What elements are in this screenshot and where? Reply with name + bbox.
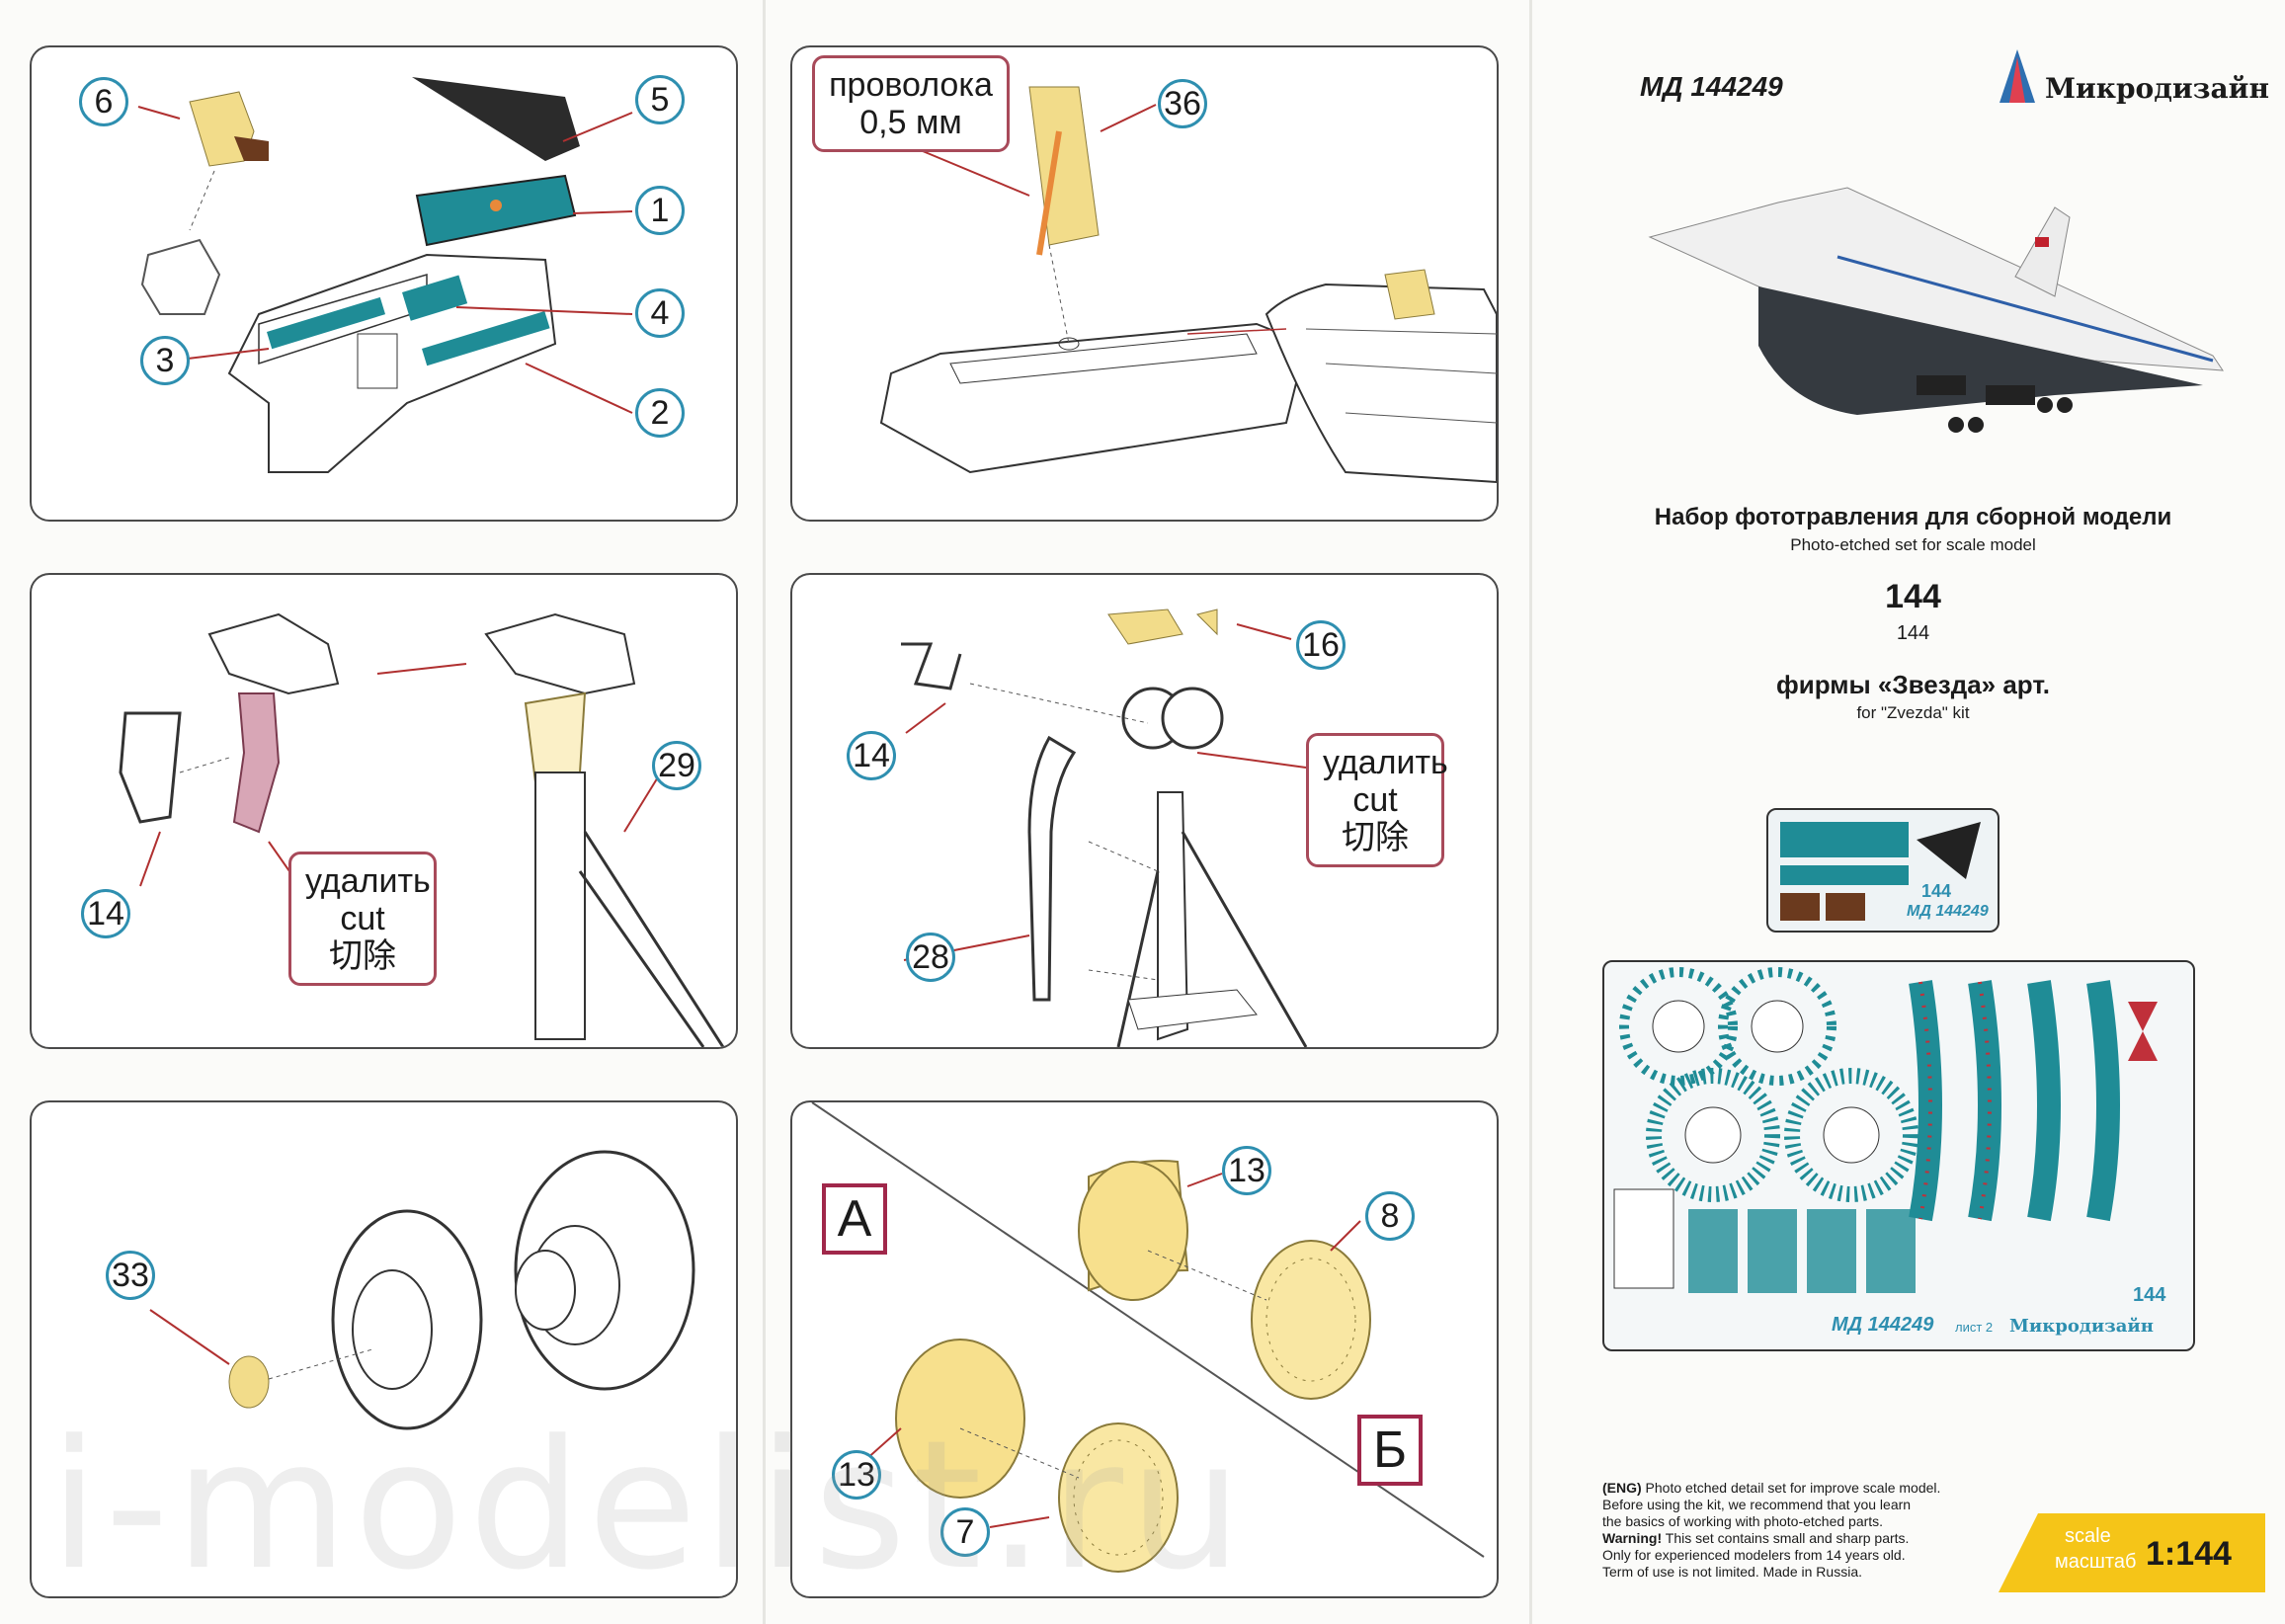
- cut-note: удалить cut 切除: [288, 852, 437, 986]
- fret-sheet-2-brand: Микродизайн: [2009, 1316, 2154, 1337]
- eng-line-4: Warning! This set contains small and sha…: [1602, 1530, 1910, 1546]
- callout-14: 14: [81, 889, 130, 938]
- scale-badge: [1999, 1513, 2265, 1592]
- callout-2: 2: [635, 388, 685, 438]
- fret-sheet-2-code: МД 144249: [1832, 1314, 1934, 1336]
- panel-cockpit: 6 5 1 4 3 2: [30, 45, 738, 522]
- wire-note: проволока 0,5 мм: [812, 55, 1010, 152]
- fret-sheet-2-label: лист 2: [1955, 1320, 1994, 1335]
- scale-ratio: 1:144: [2146, 1535, 2232, 1573]
- callout-5: 5: [635, 75, 685, 124]
- callout-6: 6: [79, 77, 128, 126]
- callout-33: 33: [106, 1251, 155, 1300]
- fret-sheet-1-code: МД 144249: [1907, 903, 1989, 920]
- eng-line-6: Term of use is not limited. Made in Russ…: [1602, 1564, 1862, 1580]
- callout-4: 4: [635, 288, 685, 338]
- cut-note-en: cut: [340, 900, 385, 937]
- eng-line-1: (ENG) Photo etched detail set for improv…: [1602, 1480, 1941, 1496]
- cut-note-2-ru: удалить: [1323, 744, 1448, 781]
- page-fold-1: [763, 0, 766, 1624]
- panel-nose-gear: 29 14 удалить cut 切除: [30, 573, 738, 1049]
- wire-note-line1: проволока: [829, 66, 993, 104]
- panel-nozzles: А Б 13 8 13 7: [790, 1100, 1499, 1598]
- wire-note-line2: 0,5 мм: [859, 104, 962, 141]
- callout-3: 3: [140, 336, 190, 385]
- callout-13a: 13: [1222, 1146, 1271, 1195]
- callout-16: 16: [1296, 620, 1346, 670]
- variant-b-label: Б: [1357, 1415, 1423, 1486]
- callout-28: 28: [906, 933, 955, 982]
- fret-sheet-2-scale: 144: [2133, 1284, 2166, 1306]
- fret-sheet-1-art: [1780, 822, 1981, 921]
- kit-en: for "Zvezda" kit: [1856, 703, 1970, 722]
- cut-note-ru: удалить: [305, 862, 431, 900]
- callout-36: 36: [1158, 79, 1207, 128]
- eng-line-2: Before using the kit, we recommend that …: [1602, 1497, 1912, 1512]
- title-en: Photo-etched set for scale model: [1790, 535, 2036, 554]
- eng-line-3: the basics of working with photo-etched …: [1602, 1513, 1884, 1529]
- scale-small: 144: [1896, 622, 1930, 644]
- aircraft-photo: [1648, 187, 2224, 433]
- cut-note-2-en: cut: [1352, 781, 1398, 819]
- callout-13b: 13: [832, 1450, 881, 1500]
- panel-wire: проволока 0,5 мм 36: [790, 45, 1499, 522]
- callout-7: 7: [940, 1507, 990, 1557]
- scale-label-ru: масштаб: [2055, 1551, 2137, 1573]
- variant-a-label: А: [822, 1183, 887, 1255]
- panel-main-gear: 16 14 28 удалить cut 切除: [790, 573, 1499, 1049]
- fret-sheet-1-scale: 144: [1921, 881, 1952, 901]
- brand-name: Микродизайн: [2045, 72, 2269, 105]
- panel-wheels: 33: [30, 1100, 738, 1598]
- brand-logo-icon: [1999, 49, 2035, 103]
- cover-column: МД 144249 Микродизайн Набор фототравлени…: [1541, 0, 2285, 1624]
- callout-29: 29: [652, 741, 701, 790]
- title-ru: Набор фототравления для сборной модели: [1654, 504, 2172, 530]
- fret-sheet-2: 144 МД 144249 лист 2 Микродизайн: [1602, 960, 2195, 1351]
- callout-14b: 14: [847, 731, 896, 780]
- cut-note-zh: 切除: [329, 937, 396, 975]
- callout-1: 1: [635, 186, 685, 235]
- callout-8: 8: [1365, 1191, 1415, 1241]
- brand-logo: Микродизайн: [1996, 47, 2269, 105]
- scale-big: 144: [1885, 578, 1941, 615]
- fret-sheet-2-art: [1613, 967, 2158, 1293]
- cut-note-2-zh: 切除: [1342, 819, 1409, 856]
- eng-notice: (ENG) Photo etched detail set for improv…: [1602, 1480, 2017, 1581]
- kit-ru: фирмы «Звезда» арт.: [1775, 670, 2051, 699]
- cut-note-2: удалить cut 切除: [1306, 733, 1448, 867]
- page-fold-2: [1529, 0, 1532, 1624]
- eng-line-5: Only for experienced modelers from 14 ye…: [1602, 1547, 1906, 1563]
- product-code: МД 144249: [1640, 71, 1783, 102]
- fret-sheet-1: 144 МД 144249: [1766, 808, 1999, 933]
- scale-label-en: scale: [2065, 1525, 2111, 1547]
